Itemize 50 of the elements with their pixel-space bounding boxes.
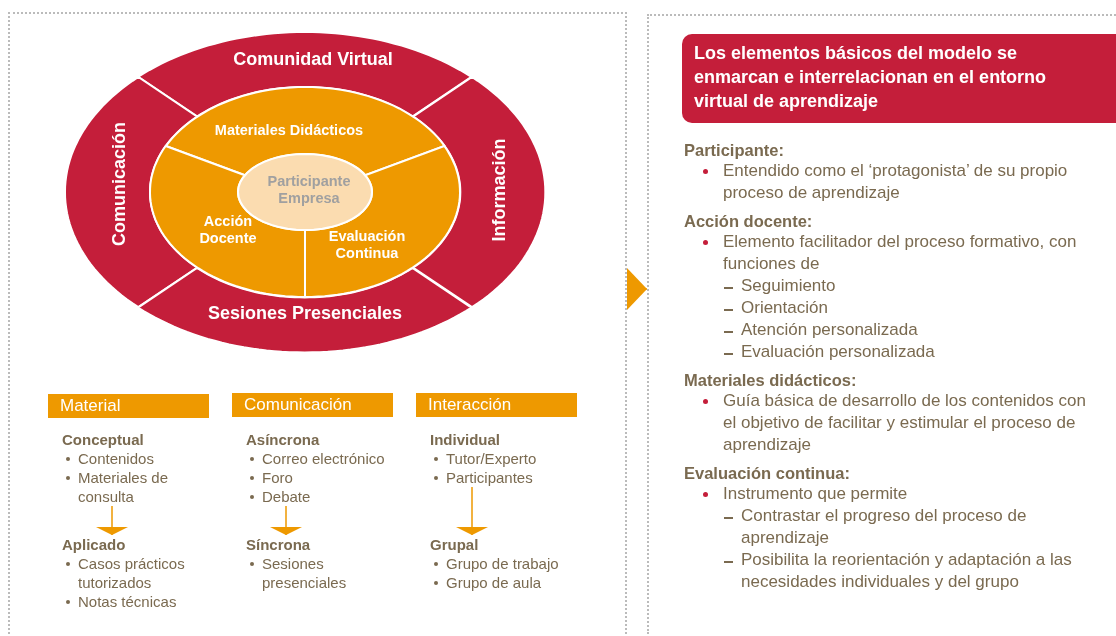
chevron-arrow	[96, 505, 128, 536]
bullet-text: Instrumento que permite	[723, 484, 908, 503]
section-heading: Materiales didácticos:	[684, 370, 858, 390]
list-heading: Síncrona	[246, 535, 312, 554]
category-header: Interacción	[416, 393, 577, 417]
section-heading: Acción docente:	[684, 211, 814, 231]
segment-label: Participante Empresa	[266, 172, 352, 208]
list-item: Debate	[262, 488, 311, 505]
segment-label: Evaluación Continua	[327, 227, 407, 263]
list-item: Foro	[262, 469, 293, 486]
list-item: Contenidos	[78, 450, 154, 467]
category-header: Material	[48, 394, 209, 418]
list-heading: Asíncrona	[246, 430, 321, 449]
header-banner: Los elementos básicos del modelo se enmarcan e interrelacionan en el entorno virtual de aprendizaje	[682, 34, 1116, 123]
chevron-arrow	[270, 505, 302, 536]
segment-label: Información	[489, 138, 511, 242]
section-heading: Evaluación continua:	[684, 463, 851, 483]
panel-frame	[647, 14, 1116, 634]
list-heading: Individual	[430, 430, 501, 449]
list-item: Correo electrónico	[262, 450, 385, 467]
list-item: Notas técnicas	[78, 593, 177, 610]
triangle-arrow	[626, 268, 648, 310]
list-item: Grupo de trabajo	[446, 555, 559, 572]
segment-label: Comunicación	[109, 122, 131, 246]
sub-item-text: Contrastar el progreso del proceso de aprendizaje	[741, 506, 1027, 547]
list-item: Sesiones presenciales	[262, 555, 347, 591]
list-heading: Grupal	[430, 535, 480, 554]
sub-item-text: Atención personalizada	[741, 320, 918, 339]
sub-item-text: Seguimiento	[741, 276, 836, 295]
bullet-text: Elemento facilitador del proceso formativo, con funciones de	[723, 232, 1077, 273]
segment-label: Acción Docente	[198, 212, 258, 248]
list-item: Casos prácticos tutorizados	[78, 555, 185, 591]
segment-label: Sesiones Presenciales	[207, 303, 403, 325]
bullet-text: Entendido como el ‘protagonista’ de su propio proceso de aprendizaje	[723, 161, 1068, 202]
list-item: Participantes	[446, 469, 533, 486]
list-item: Materiales de consulta	[78, 469, 169, 505]
sub-item-text: Posibilita la reorientación y adaptación a las necesidades individuales y del grupo	[741, 550, 1072, 591]
list-item: Tutor/Experto	[446, 450, 537, 467]
sub-item-text: Orientación	[741, 298, 828, 317]
segment-label: Materiales Didácticos	[214, 122, 364, 140]
section-heading: Participante:	[684, 140, 785, 160]
chevron-arrow	[456, 486, 488, 536]
bullet-text: Guía básica de desarrollo de los contenidos con el objetivo de facilitar y estimular el proceso de aprendizaje	[723, 391, 1086, 454]
list-item: Grupo de aula	[446, 574, 542, 591]
list-heading: Aplicado	[62, 535, 127, 554]
segment-label: Comunidad Virtual	[233, 49, 393, 71]
panel-frame	[8, 12, 627, 634]
sub-item-text: Evaluación personalizada	[741, 342, 935, 361]
list-heading: Conceptual	[62, 430, 145, 449]
category-header: Comunicación	[232, 393, 393, 417]
